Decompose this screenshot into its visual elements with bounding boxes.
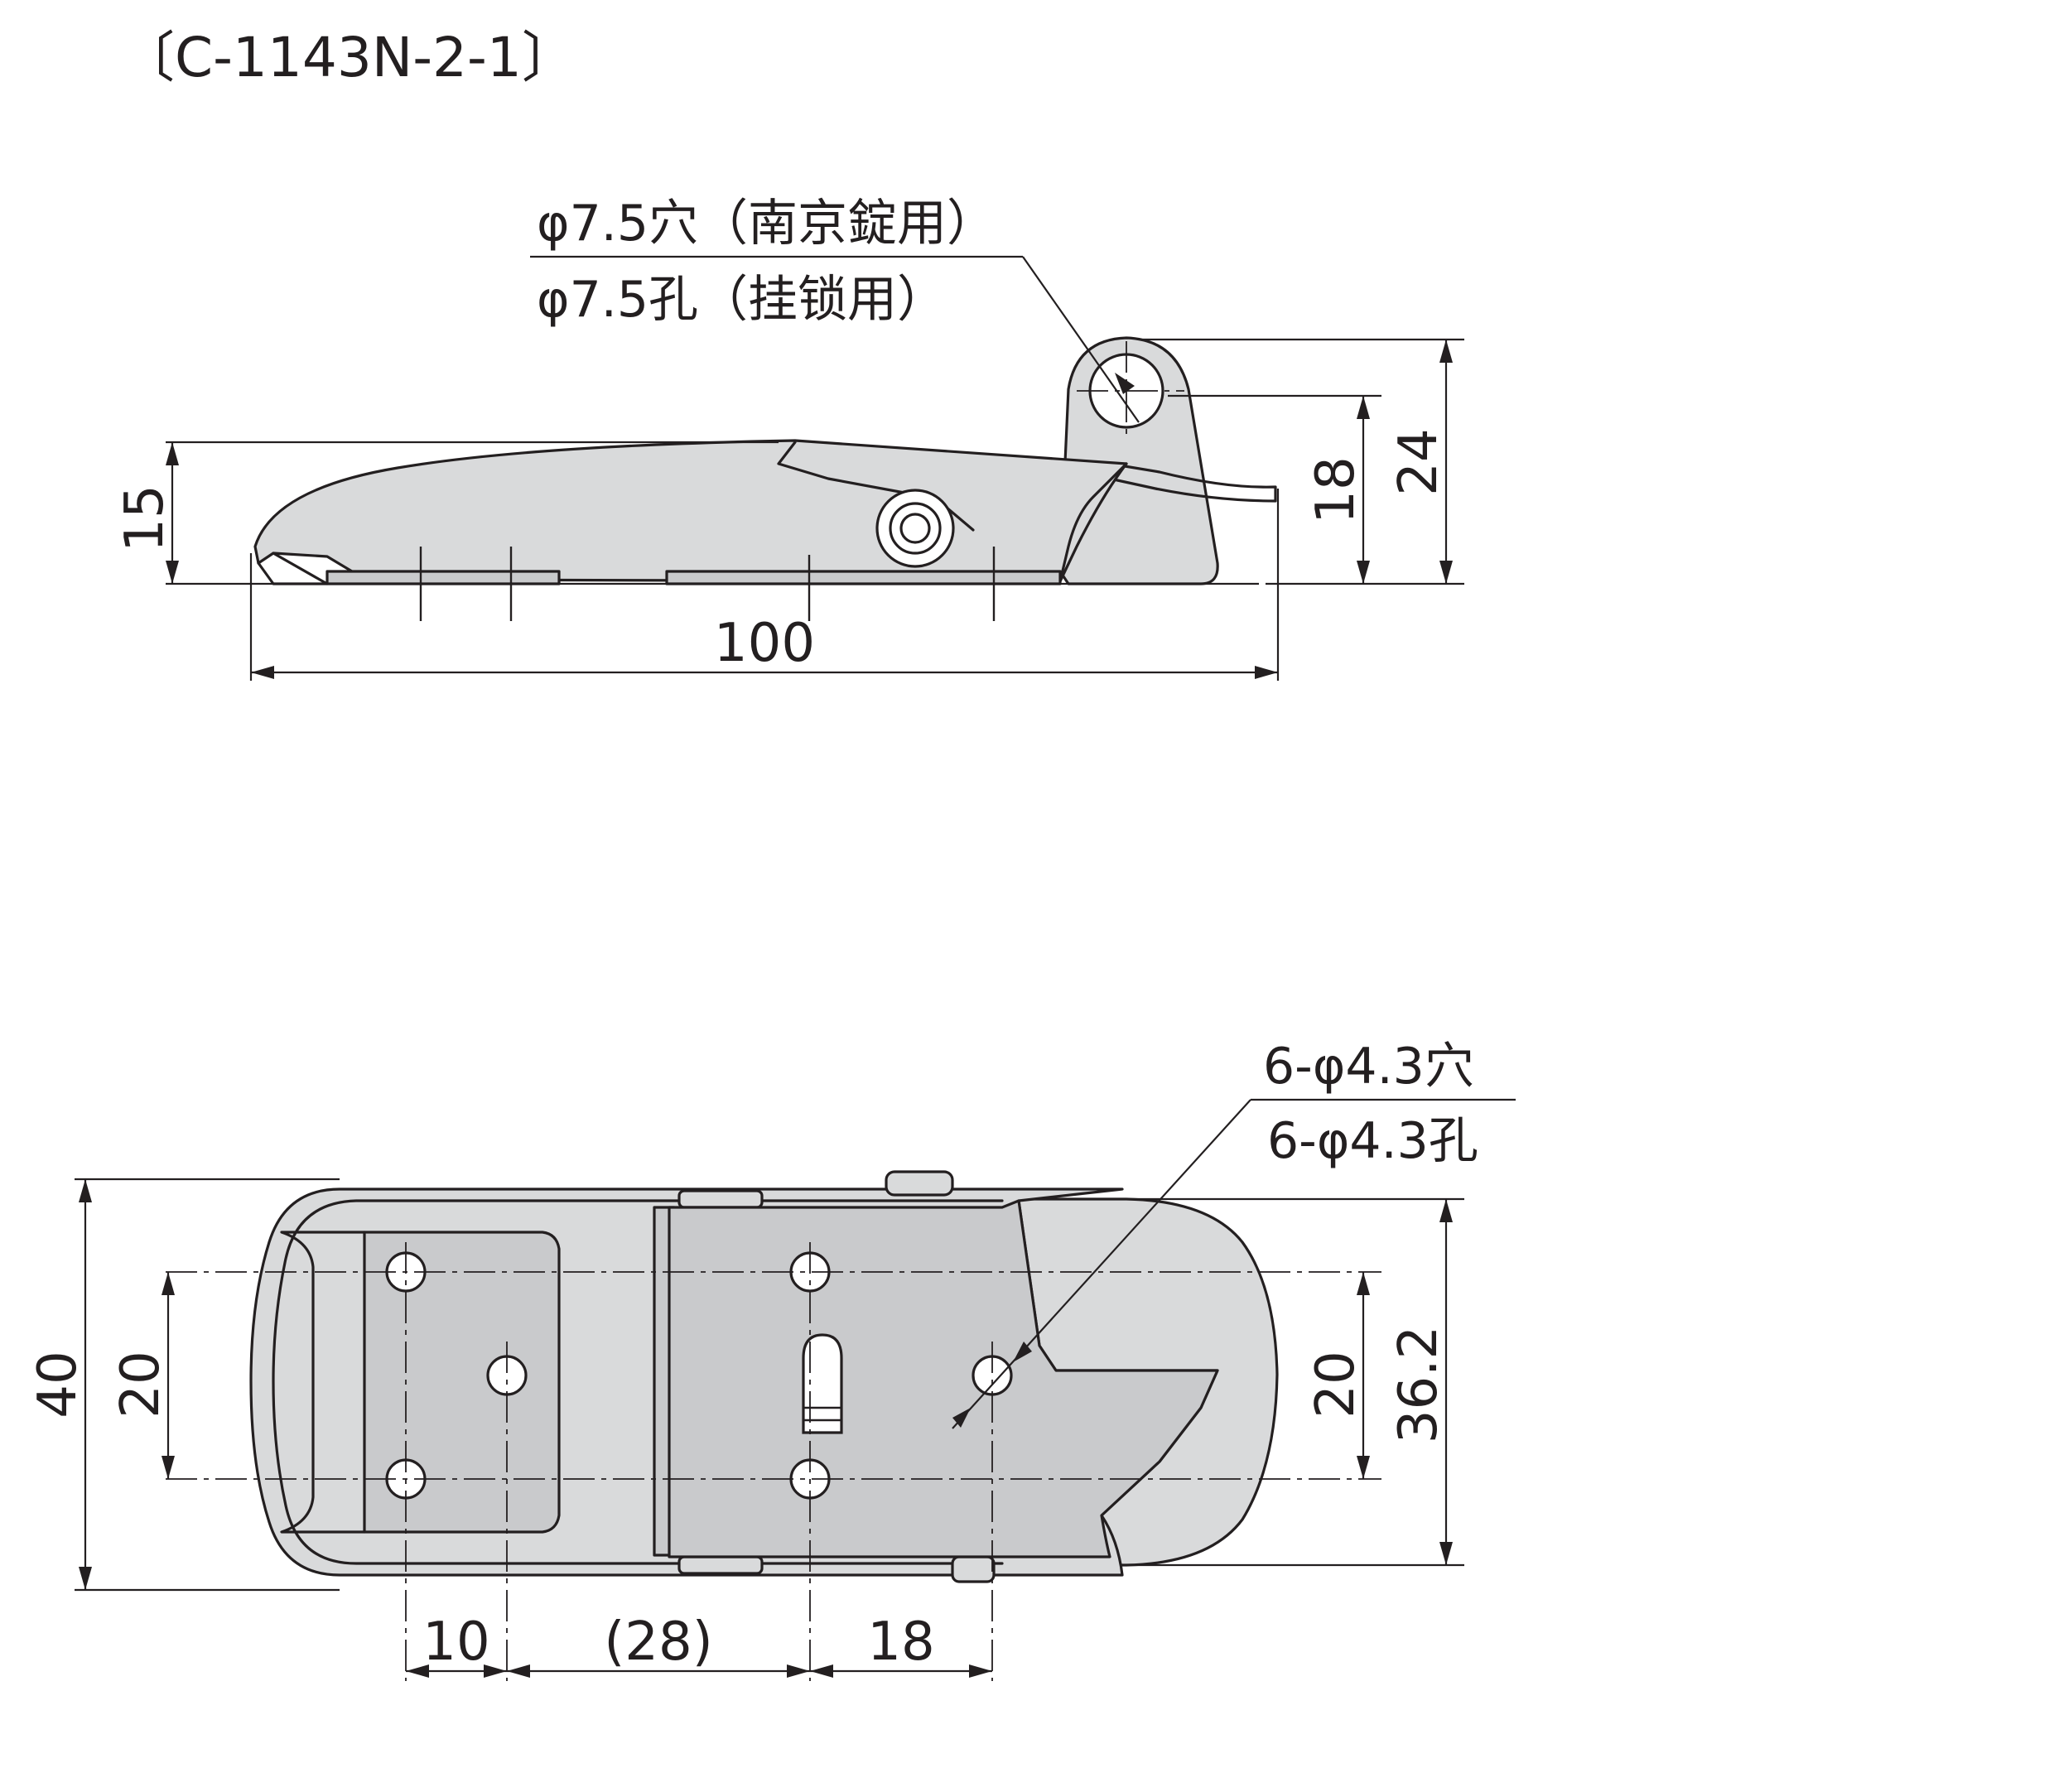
top-hook-pocket — [280, 1231, 366, 1534]
side-hinge-cover — [1058, 462, 1128, 583]
side-hole-note-jp: φ7.5穴（南京錠用） — [537, 195, 996, 253]
dim-label-18: 18 — [1305, 456, 1367, 523]
dim-label-15: 15 — [114, 484, 176, 552]
top-note-leader — [952, 1099, 1251, 1429]
side-lever-body — [253, 439, 1128, 583]
dim-label-20-right: 20 — [1305, 1351, 1367, 1418]
top-base-plate-left — [363, 1231, 561, 1534]
top-hinge-clip-bottom — [677, 1555, 764, 1575]
top-hinge-clip-top — [677, 1189, 764, 1209]
top-pin-bottom — [951, 1555, 996, 1583]
side-base-plate-left — [325, 570, 561, 585]
dim-label-18-bottom: 18 — [867, 1611, 934, 1673]
side-note-leader — [1022, 256, 1140, 423]
top-center-slot — [802, 1333, 843, 1434]
top-view: 40 20 20 36.2 10 (28) 18 6-φ4.3穴 6-φ4. — [27, 1038, 1516, 1681]
side-spring-tail — [1108, 462, 1277, 503]
dim-label-40: 40 — [27, 1351, 89, 1418]
dim-label-20-left: 20 — [110, 1351, 171, 1418]
dim-label-24: 24 — [1388, 428, 1449, 495]
dim-label-36-2: 36.2 — [1388, 1326, 1449, 1444]
side-base-plate-right — [665, 570, 1062, 585]
dim-label-10: 10 — [422, 1611, 489, 1673]
top-hinge-pin-top — [885, 1170, 954, 1197]
dim-label-100: 100 — [714, 613, 815, 674]
side-view: 15 100 18 24 φ7.5穴（南京錠用） φ7.5孔（挂锁用） — [114, 195, 1464, 681]
side-pivot-rivet-inner — [899, 513, 931, 544]
top-hole-note-jp: 6-φ4.3穴 — [1263, 1038, 1474, 1096]
top-lever-rolled-edge — [272, 1199, 1004, 1565]
side-hole-note-cn: φ7.5孔（挂锁用） — [537, 271, 947, 329]
dim-label-28: (28) — [604, 1611, 712, 1673]
drawing-title: 〔C-1143N-2-1〕 — [120, 26, 576, 89]
top-hole-note-cn: 6-φ4.3孔 — [1267, 1112, 1478, 1170]
